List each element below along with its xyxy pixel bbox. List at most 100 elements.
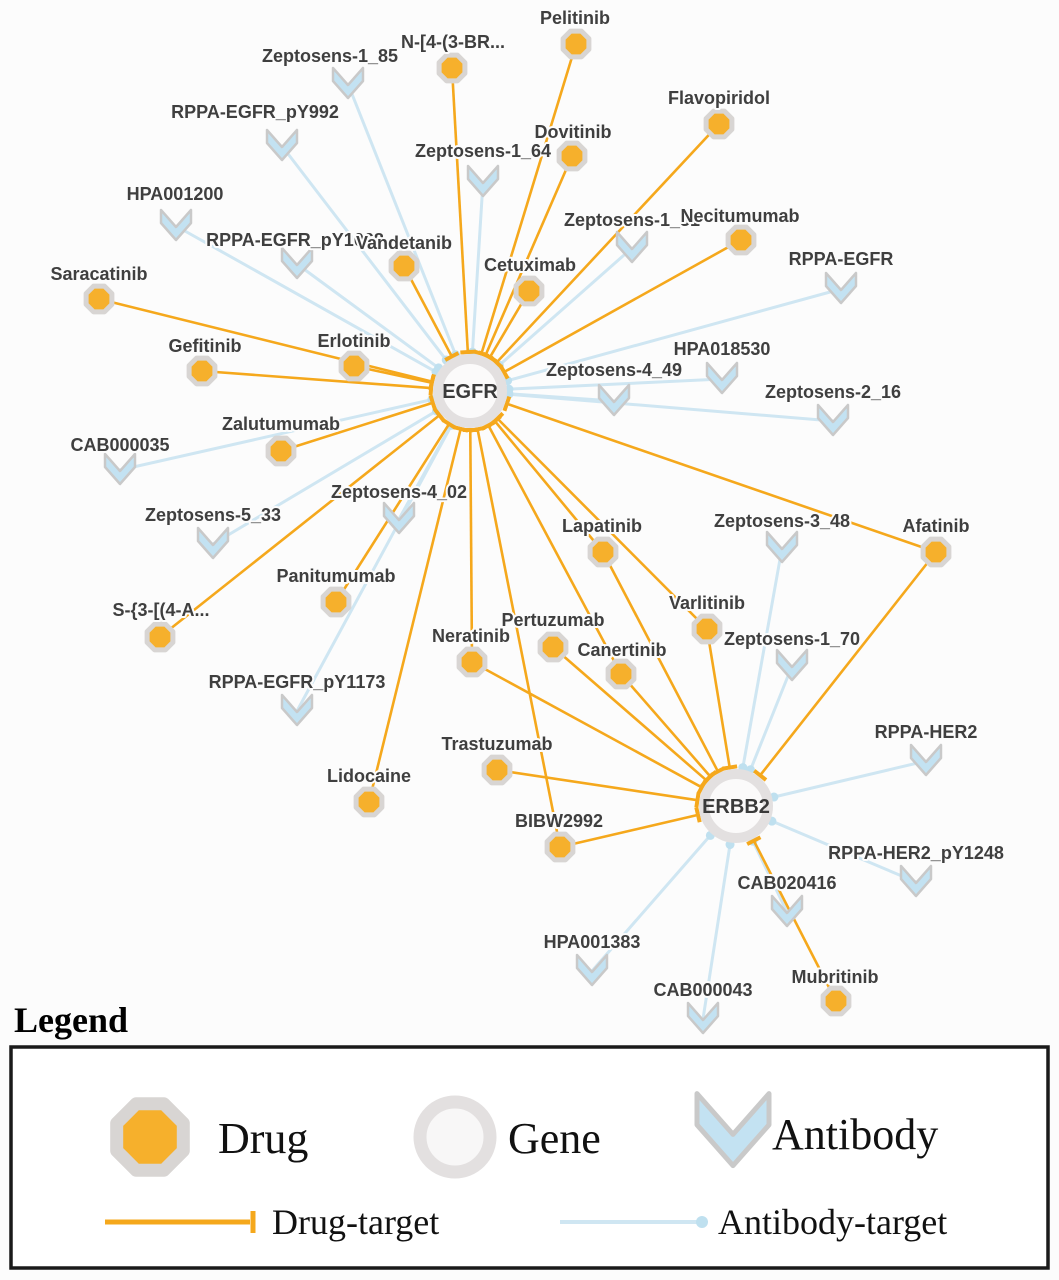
antibody-node-hpa001200[interactable] [159,208,193,242]
drug-node-erlotinib[interactable] [338,350,370,382]
drug-node-panitumumab[interactable] [320,586,352,618]
drug-label-bibw2992: BIBW2992 [515,811,603,831]
antibody-node-cab000043[interactable] [686,1001,720,1035]
drug-node-trastuzumab[interactable] [481,754,513,786]
drug-node-mubritinib[interactable] [820,985,852,1017]
antibody-node-hpa001383[interactable] [575,953,609,987]
drug-label-canertinib: Canertinib [577,640,666,660]
antibody-node-zeptosens_5_33[interactable] [196,526,230,560]
antibody-label-cab000043: CAB000043 [653,980,752,1000]
antibody-node-zeptosens_2_16[interactable] [816,403,850,437]
antibody-label-zeptosens_5_33: Zeptosens-5_33 [145,505,281,525]
legend-antibody-icon [694,1091,772,1169]
drug-node-afatinib[interactable] [920,536,952,568]
gene-node-erbb2[interactable] [699,769,773,843]
edge-antibody-hpa001200-egfr [175,224,437,374]
edge-drug-necitumumab-egfr-tbar [498,364,510,380]
drug-node-gefitinib[interactable] [186,355,218,387]
antibody-node-cab000035[interactable] [103,452,137,486]
edge-drug-bibw2992-egfr-tbar [469,425,486,433]
edge-drug-afatinib-erbb2 [759,551,938,777]
edge-drug-s3_4a-egfr [159,414,441,639]
edge-antibody-zeptosens_1_64-egfr [470,181,485,353]
antibody-node-zeptosens_1_70[interactable] [775,648,809,682]
edge-drug-varlitinib-erbb2 [705,628,731,768]
drug-node-bibw2992[interactable] [544,831,576,863]
antibody-node-zeptosens_1_64[interactable] [466,164,500,198]
drug-node-canertinib[interactable] [605,658,637,690]
edge-drug-trastuzumab-erbb2 [496,768,698,802]
edge-antibody-rppa_her2_py1248-erbb2 [771,819,917,884]
legend-antibody-label: Antibody [772,1110,938,1159]
edge-antibody-hpa001383-erbb2 [590,834,712,972]
drug-node-vandetanib[interactable] [388,250,420,282]
antibody-node-zeptosens_1_31[interactable] [615,230,649,264]
antibody-node-cab020416[interactable] [770,894,804,928]
drug-node-varlitinib[interactable] [691,613,723,645]
antibody-label-zeptosens_1_64: Zeptosens-1_64 [415,141,551,161]
drug-node-neratinib[interactable] [456,646,488,678]
antibody-node-rppa_her2[interactable] [909,743,943,777]
edge-drug-cetuximab-egfr-tbar [482,351,498,363]
edge-drug-trastuzumab-erbb2-tbar [694,792,701,808]
drug-node-n4_3br[interactable] [436,52,468,84]
antibody-node-rppa_egfr_py992[interactable] [265,128,299,162]
drug-node-lidocaine[interactable] [353,786,385,818]
antibody-label-cab020416: CAB020416 [737,873,836,893]
drug-label-flavopiridol: Flavopiridol [668,88,770,108]
edge-antibody-rppa_egfr_py1173-egfr [295,424,453,712]
edge-drug-pertuzumab-erbb2 [552,646,708,782]
drug-label-necitumumab: Necitumumab [680,206,799,226]
antibody-node-rppa_her2_py1248[interactable] [899,864,933,898]
edge-drug-neratinib-egfr [468,429,474,663]
antibody-label-rppa_egfr_py1068: RPPA-EGFR_pY1068 [206,230,384,250]
antibody-label-zeptosens_1_85: Zeptosens-1_85 [262,46,398,66]
antibody-label-zeptosens_4_02: Zeptosens-4_02 [331,482,467,502]
drug-node-pelitinib[interactable] [560,28,592,60]
drug-node-cetuximab[interactable] [513,275,545,307]
drug-node-zalutumumab[interactable] [265,435,297,467]
antibody-node-rppa_egfr_py1173[interactable] [280,693,314,727]
antibody-node-rppa_egfr_py1068[interactable] [280,246,314,280]
drug-node-pertuzumab[interactable] [537,631,569,663]
drug-node-necitumumab[interactable] [725,224,757,256]
drug-node-saracatinib[interactable] [83,283,115,315]
drug-node-dovitinib[interactable] [556,140,588,172]
labels-layer: EGFRERBB2Zeptosens-1_85RPPA-EGFR_pY992HP… [48,6,1005,1002]
edge-drug-necitumumab-egfr [503,238,742,374]
legend-gene-icon [413,1095,497,1179]
edge-antibody-zeptosens_5_33-egfr [212,409,438,546]
edge-antibody-zeptosens_1_70-erbb2 [749,665,794,771]
edge-drug-mubritinib-erbb2 [752,840,838,1002]
antibody-node-zeptosens_1_85[interactable] [331,66,365,100]
edge-antibody-rppa_egfr_py992-egfr [280,145,448,361]
antibody-label-rppa_her2: RPPA-HER2 [875,722,978,742]
drug-label-erlotinib: Erlotinib [318,331,391,351]
legend-antibody-edge-label: Antibody-target [718,1202,947,1242]
drug-node-lapatinib[interactable] [587,536,619,568]
antibody-node-zeptosens_4_02[interactable] [382,501,416,535]
drug-node-flavopiridol[interactable] [703,108,735,140]
antibody-node-zeptosens_4_49[interactable] [597,383,631,417]
edge-drug-panitumumab-egfr-tbar [441,418,457,430]
edge-drug-afatinib-egfr-tbar [502,395,512,412]
drug-label-lidocaine: Lidocaine [327,766,411,786]
legend-drug-icon [110,1097,190,1177]
antibody-label-hpa001200: HPA001200 [127,184,224,204]
edge-drug-bibw2992-erbb2 [559,813,699,849]
drug-label-lapatinib: Lapatinib [562,516,642,536]
antibody-label-rppa_egfr_py992: RPPA-EGFR_pY992 [171,102,339,122]
antibody-node-zeptosens_3_48[interactable] [765,530,799,564]
edge-drug-canertinib-erbb2 [620,673,712,778]
drug-node-s3_4a[interactable] [144,621,176,653]
drug-label-afatinib: Afatinib [903,516,970,536]
antibody-node-hpa018530[interactable] [705,361,739,395]
gene-node-egfr[interactable] [433,354,507,428]
edge-drug-erlotinib-egfr-tbar [428,375,436,391]
antibody-node-rppa_egfr[interactable] [824,271,858,305]
edge-drug-zalutumumab-egfr [280,401,434,453]
edge-drug-mubritinib-erbb2-tbar [746,835,762,846]
drug-label-vandetanib: Vandetanib [356,233,452,253]
drug-label-varlitinib: Varlitinib [669,593,745,613]
